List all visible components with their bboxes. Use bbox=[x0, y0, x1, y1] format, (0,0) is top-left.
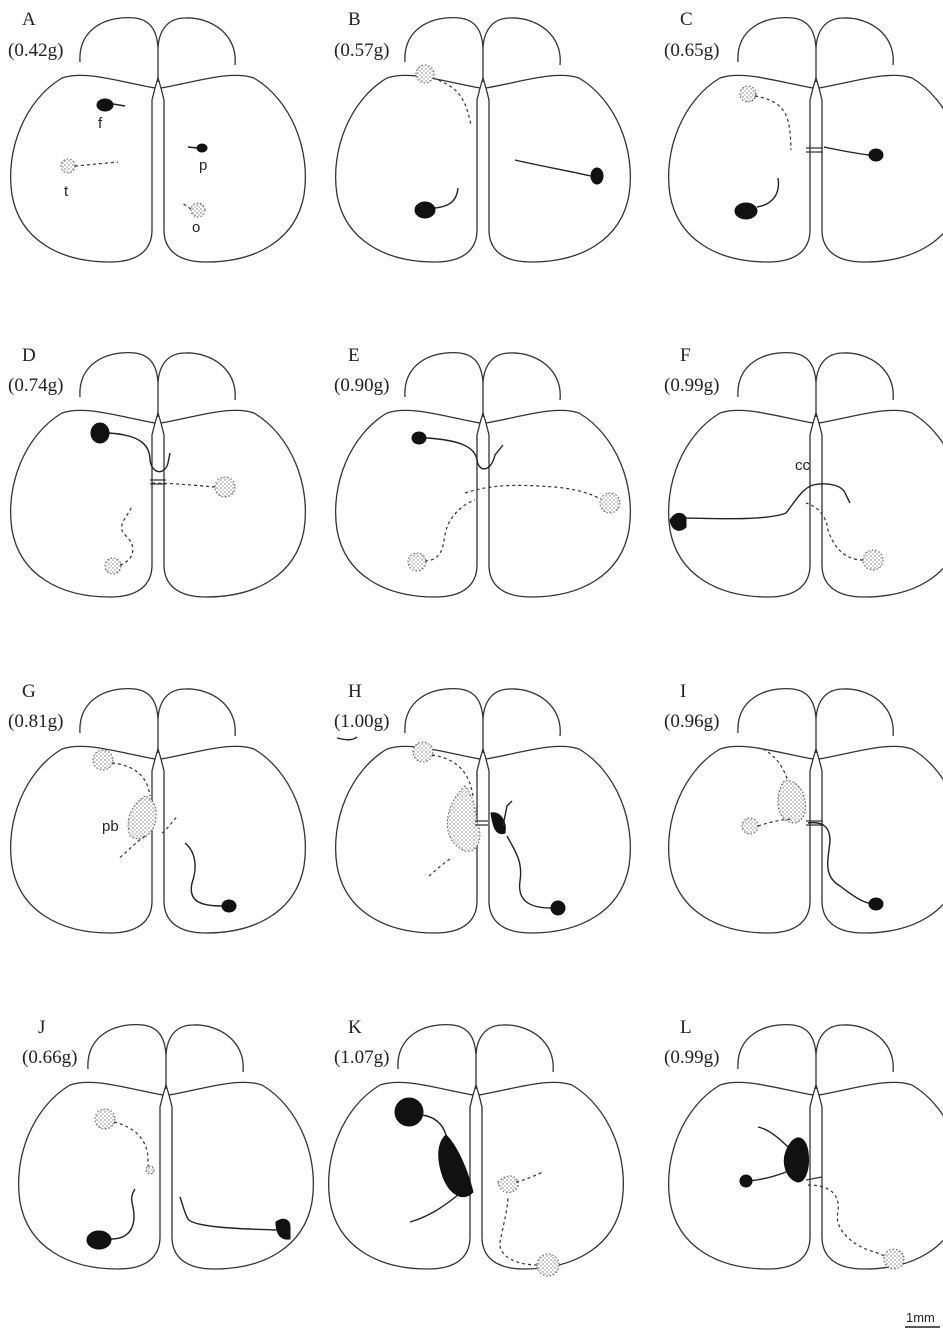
panel-a-letter: A bbox=[22, 9, 36, 30]
panel-c-letter: C bbox=[680, 9, 693, 30]
panel-b-letter: B bbox=[348, 9, 361, 30]
panel-a-weight: (0.42g) bbox=[8, 40, 63, 61]
panel-h-weight: (1.00g) bbox=[334, 711, 389, 732]
panel-l: L (0.99g) bbox=[664, 1017, 943, 1269]
panel-h-pb bbox=[447, 786, 480, 851]
panel-l-letter: L bbox=[680, 1017, 692, 1038]
panel-d-weight: (0.74g) bbox=[8, 375, 63, 396]
panel-h-letter: H bbox=[348, 681, 362, 702]
panel-f-weight: (0.99g) bbox=[664, 375, 719, 396]
panel-a-injection-t bbox=[61, 159, 75, 173]
panel-k: K (1.07g) bbox=[329, 1017, 624, 1276]
panel-a-injection-p bbox=[197, 144, 207, 152]
label-pb: pb bbox=[102, 818, 119, 835]
scale-bar-label: 1mm bbox=[906, 1310, 935, 1325]
panel-j: J (0.66g) bbox=[19, 1017, 314, 1269]
label-o: o bbox=[192, 219, 200, 236]
panel-l-weight: (0.99g) bbox=[664, 1047, 719, 1068]
panel-d-letter: D bbox=[22, 345, 36, 366]
panel-b-weight: (0.57g) bbox=[334, 40, 389, 61]
panel-i-weight: (0.96g) bbox=[664, 711, 719, 732]
panel-f-letter: F bbox=[680, 345, 691, 366]
label-t: t bbox=[64, 183, 69, 200]
panel-e-letter: E bbox=[348, 345, 360, 366]
panel-c-weight: (0.65g) bbox=[664, 40, 719, 61]
panel-j-letter: J bbox=[38, 1017, 45, 1038]
panel-k-weight: (1.07g) bbox=[334, 1047, 389, 1068]
panel-a-injection-f bbox=[97, 99, 113, 111]
panel-h-underline bbox=[337, 737, 357, 740]
label-cc: cc bbox=[795, 457, 811, 474]
panel-g-weight: (0.81g) bbox=[8, 711, 63, 732]
panel-i-letter: I bbox=[680, 681, 686, 702]
panel-j-weight: (0.66g) bbox=[22, 1047, 77, 1068]
scale-bar: 1mm bbox=[905, 1310, 940, 1327]
label-f: f bbox=[98, 115, 103, 132]
panel-e-weight: (0.90g) bbox=[334, 375, 389, 396]
panel-d: D (0.74g) bbox=[8, 345, 305, 597]
panel-g-letter: G bbox=[22, 681, 36, 702]
panel-b: B (0.57g) bbox=[334, 9, 630, 262]
panel-i: I (0.96g) bbox=[664, 681, 943, 933]
panel-h: H (1.00g) bbox=[334, 681, 630, 933]
panel-c: C (0.65g) bbox=[664, 9, 943, 262]
panel-e: E (0.90g) bbox=[334, 345, 630, 597]
panel-g: G (0.81g) pb bbox=[8, 681, 305, 933]
panel-f: F (0.99g) cc bbox=[664, 345, 943, 597]
panel-a-injection-o bbox=[191, 203, 205, 217]
panel-k-letter: K bbox=[348, 1017, 362, 1038]
panel-a: A (0.42g) f p t o bbox=[8, 9, 305, 262]
label-p: p bbox=[199, 157, 207, 174]
